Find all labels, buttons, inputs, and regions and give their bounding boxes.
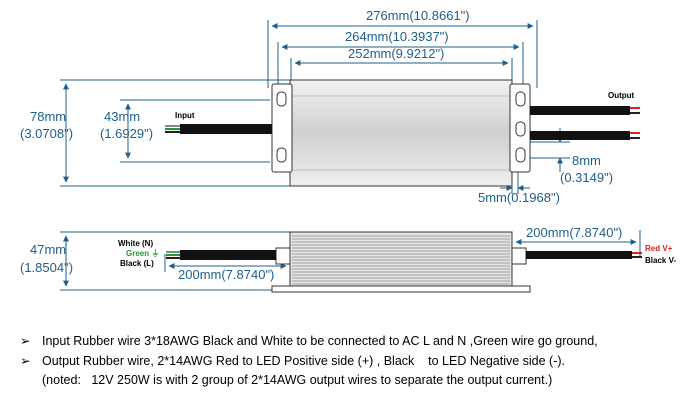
driver-body-top <box>289 79 513 187</box>
dim-height-mm: 47mm <box>30 242 66 257</box>
dim-mount-in: (1.6929") <box>100 126 153 141</box>
bullet-icon: ➢ <box>20 334 31 348</box>
output-cables-top <box>530 106 640 140</box>
label-black-vminus: Black V- <box>645 256 676 265</box>
top-view: 276mm(10.8661") 264mm(10.3937") 252mm(9.… <box>20 8 640 205</box>
label-output: Output <box>608 91 635 100</box>
label-white-n: White (N) <box>118 239 153 248</box>
label-black-l: Black (L) <box>120 259 154 268</box>
label-red-vplus: Red V+ <box>645 244 673 253</box>
dim-slot-in: (0.3149") <box>560 170 613 185</box>
mount-slot <box>276 147 287 163</box>
note-line-3: (noted: 12V 250W is with 2 group of 2*14… <box>42 373 553 387</box>
label-green-ground: Green ⏚ <box>126 249 159 258</box>
body-shading <box>292 95 510 171</box>
dim-width-mm: 78mm <box>30 109 66 124</box>
dim-output-wire: 200mm(7.8740") <box>526 225 622 240</box>
dim-hole: 5mm(0.1968") <box>478 190 560 205</box>
base-plate <box>271 285 531 293</box>
dim-body-length: 252mm(9.9212") <box>348 46 444 61</box>
input-gland <box>275 247 291 265</box>
left-mounting-flange <box>271 83 293 173</box>
top-dimension-lines <box>60 20 570 194</box>
right-mounting-flange <box>509 83 531 173</box>
mount-slot <box>515 91 526 107</box>
note-line-1: ➢Input Rubber wire 3*18AWG Black and Whi… <box>20 334 598 348</box>
mount-slot <box>515 147 526 163</box>
bullet-icon: ➢ <box>20 354 31 368</box>
output-cable-side <box>526 251 642 259</box>
dim-mount-pitch: 264mm(10.3937") <box>345 29 449 44</box>
dim-mount-mm: 43mm <box>104 109 140 124</box>
input-cable-top <box>165 124 272 134</box>
side-dimension-lines <box>60 230 641 291</box>
dim-total-length: 276mm(10.8661") <box>366 8 470 23</box>
dim-slot-mm: 8mm <box>572 153 601 168</box>
dim-input-wire: 200mm(7.8740") <box>178 267 274 282</box>
side-view: 47mm (1.8504") 200mm(7.8740") 200mm(7.87… <box>20 225 676 293</box>
dim-width-in: (3.0708") <box>20 126 73 141</box>
note-line-2: ➢Output Rubber wire, 2*14AWG Red to LED … <box>20 354 566 368</box>
mount-slot <box>276 91 287 107</box>
dim-height-in: (1.8504") <box>20 260 73 275</box>
output-gland <box>511 247 527 265</box>
mount-slot <box>515 121 526 137</box>
input-cable-side <box>166 250 276 260</box>
label-input: Input <box>175 111 195 120</box>
